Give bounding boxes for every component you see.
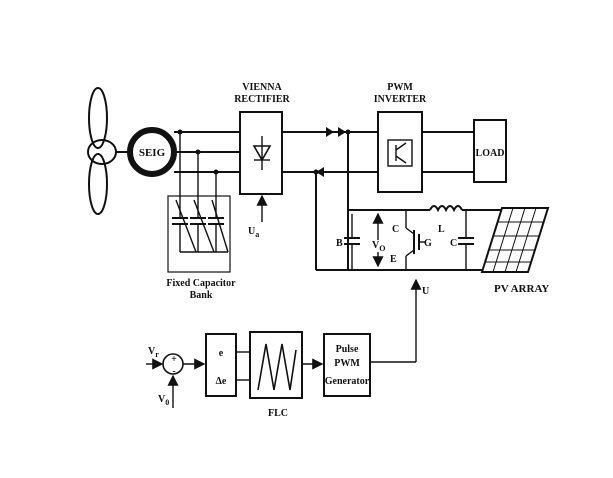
fixed-capacitor-bank: Fixed Capacitor Bank bbox=[166, 132, 236, 301]
pv-array: PV ARRAY bbox=[480, 207, 549, 295]
v0-label: V0 bbox=[158, 394, 169, 407]
load-block: LOAD bbox=[422, 119, 507, 183]
fuzzy-sawtooth-icon bbox=[257, 343, 297, 391]
minus-sign: - bbox=[172, 366, 175, 377]
vr-label: Vr bbox=[148, 346, 159, 359]
b-label: B bbox=[336, 238, 343, 249]
flc-label: FLC bbox=[268, 408, 288, 419]
igbt-icon bbox=[387, 139, 413, 167]
pulse-label-line3: Generator bbox=[325, 376, 370, 387]
three-phase-lines bbox=[174, 129, 240, 175]
boost-converter: B VO C E G L C bbox=[316, 196, 502, 271]
load-label: LOAD bbox=[476, 148, 505, 159]
vienna-label-line2: RECTIFIER bbox=[234, 94, 290, 105]
u-label: U bbox=[422, 286, 429, 297]
seig-label: SEIG bbox=[139, 147, 166, 159]
fixed-cap-label-line2: Bank bbox=[190, 290, 213, 301]
wind-turbine-icon bbox=[87, 87, 128, 215]
delta-error-label: Δe bbox=[216, 376, 227, 387]
error-label: e bbox=[219, 348, 224, 359]
pulse-label-line2: PWM bbox=[334, 358, 360, 369]
pwm-label-line1: PWM bbox=[387, 82, 413, 93]
gate-label: G bbox=[424, 238, 432, 249]
vienna-label-line1: VIENNA bbox=[242, 82, 282, 93]
error-block bbox=[205, 333, 237, 397]
collector-label: C bbox=[392, 224, 399, 235]
pwm-inverter: PWM INVERTER bbox=[374, 82, 427, 193]
fixed-cap-label-line1: Fixed Capacitor bbox=[166, 278, 236, 289]
pulse-label-line1: Pulse bbox=[336, 344, 359, 355]
filter-cap-label: C bbox=[450, 238, 457, 249]
pv-array-label: PV ARRAY bbox=[494, 283, 549, 295]
pulse-pwm-generator-block bbox=[323, 333, 371, 397]
seig-generator: SEIG bbox=[127, 127, 177, 177]
ua-label: Ua bbox=[248, 226, 259, 239]
vo-label: VO bbox=[372, 240, 385, 253]
inductor-label: L bbox=[438, 224, 445, 235]
dc-link bbox=[282, 127, 378, 270]
inductor-icon bbox=[429, 205, 463, 213]
control-loop: Vr + - V0 e Δe FLC Pulse PWM Generator bbox=[146, 331, 416, 419]
plus-sign: + bbox=[171, 354, 177, 365]
gate-signal-path: U bbox=[410, 278, 429, 362]
vienna-rectifier: VIENNA RECTIFIER Ua bbox=[234, 82, 290, 239]
pwm-label-line2: INVERTER bbox=[374, 94, 427, 105]
emitter-label: E bbox=[390, 254, 397, 265]
